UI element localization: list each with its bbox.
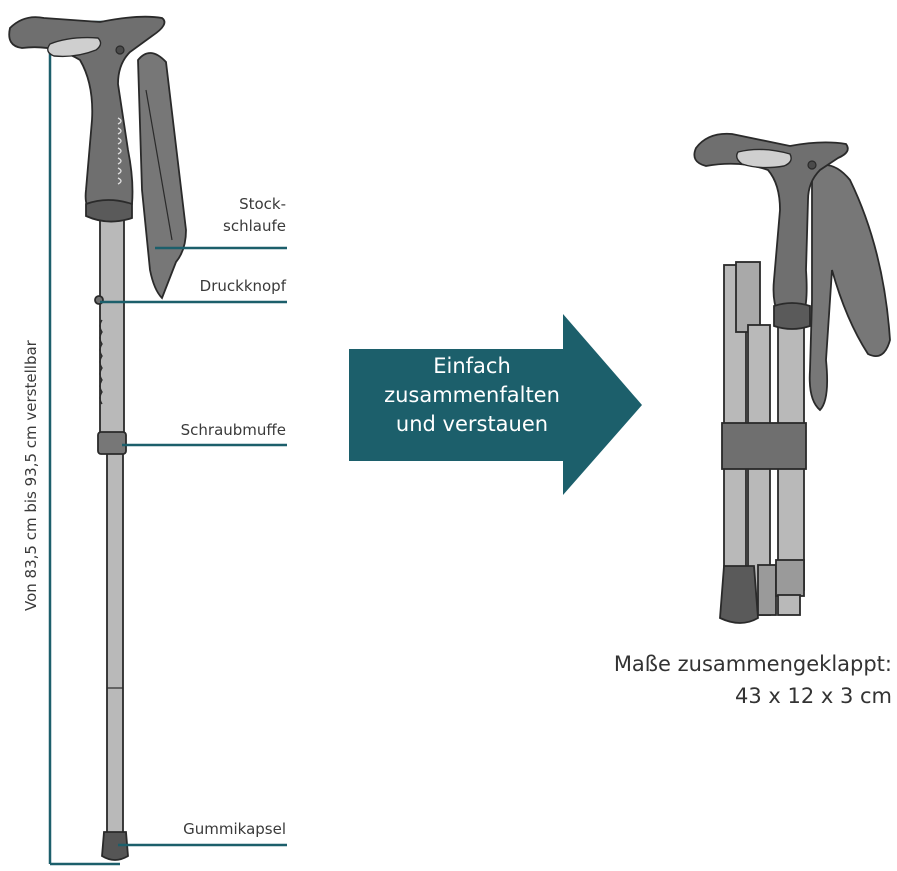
callout-schraubmuffe: Schraubmuffe <box>140 421 286 439</box>
folded-wrist-strap <box>808 164 891 412</box>
arrow-caption-line-1: Einfach <box>433 354 511 378</box>
fold-arrow <box>349 314 642 495</box>
screw-sleeve <box>97 431 127 455</box>
walking-stick-extended <box>8 15 187 861</box>
arrow-caption: Einfach zusammenfalten und verstauen <box>352 352 592 439</box>
callout-stockschlaufe-line-1: Stock- <box>239 195 286 213</box>
walking-stick-folded <box>693 132 891 624</box>
height-range-label: Von 83,5 cm bis 93,5 cm verstellbar <box>22 340 40 611</box>
rubber-tip <box>101 831 129 861</box>
callout-schraubmuffe-line-1: Schraubmuffe <box>180 421 286 439</box>
folded-dimensions-title: Maße zusammengeklappt: <box>613 652 892 676</box>
callout-gummikapsel-line-1: Gummikapsel <box>183 820 286 838</box>
arrow-caption-line-3: und verstauen <box>395 412 549 436</box>
lower-shaft <box>106 444 124 841</box>
folded-dimensions: Maße zusammengeklappt: 43 x 12 x 3 cm <box>614 648 892 712</box>
callout-lines <box>100 246 287 847</box>
wrist-strap <box>137 52 187 300</box>
callout-druckknopf-line-1: Druckknopf <box>199 277 286 295</box>
folded-dimensions-value: 43 x 12 x 3 cm <box>734 684 892 708</box>
arrow-caption-line-2: zusammenfalten <box>384 383 560 407</box>
upper-shaft <box>99 214 125 441</box>
folded-rubber-tip <box>719 565 759 624</box>
callout-stockschlaufe: Stock- schlaufe <box>200 193 286 237</box>
callout-druckknopf: Druckknopf <box>150 277 286 295</box>
callout-stockschlaufe-line-2: schlaufe <box>223 217 286 235</box>
callout-gummikapsel: Gummikapsel <box>150 820 286 838</box>
folded-strap-band <box>721 422 807 470</box>
